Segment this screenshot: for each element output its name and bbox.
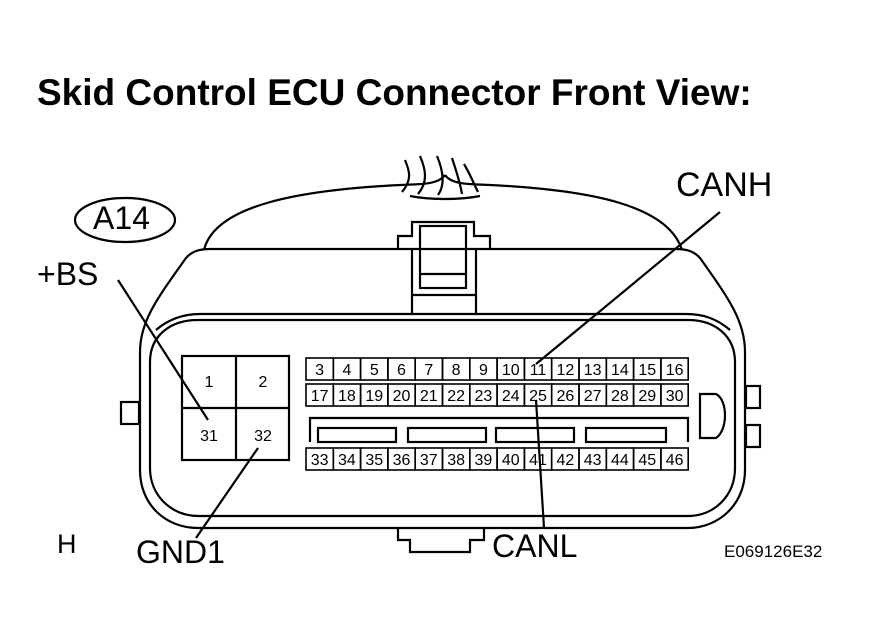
pin-number: 43 (584, 452, 602, 469)
wire-strand (450, 157, 464, 195)
harness-wire-left (202, 174, 446, 251)
power-pin-number: 1 (205, 374, 214, 391)
pin-number: 6 (397, 362, 406, 379)
page-title: Skid Control ECU Connector Front View: (37, 72, 752, 113)
pin-number: 11 (530, 362, 547, 379)
connector-id-label: A14 (93, 200, 150, 236)
figure-code: E069126E32 (724, 542, 823, 561)
harness-wire-right (444, 174, 684, 251)
label-canl: CANL (492, 528, 578, 564)
pin-number: 4 (342, 362, 351, 379)
wire-strand (409, 194, 481, 201)
pin-number: 19 (365, 388, 383, 405)
key-rail (308, 416, 690, 442)
key-rail-slot (406, 426, 488, 444)
pin-number: 15 (638, 362, 656, 379)
latch-slot (418, 224, 468, 290)
pin-number: 13 (584, 362, 602, 379)
pin-number: 29 (638, 388, 656, 405)
label-h: H (57, 529, 77, 559)
pin-number: 33 (311, 452, 329, 469)
pin-number: 7 (424, 362, 433, 379)
pin-number: 23 (475, 388, 493, 405)
pin-number: 5 (370, 362, 379, 379)
power-pin-number: 32 (254, 428, 272, 445)
pin-number: 44 (611, 452, 629, 469)
pin-cell (660, 447, 690, 471)
wire-strand (401, 159, 411, 193)
wire-strand (435, 155, 444, 196)
pin-number: 28 (611, 388, 629, 405)
pin-number: 12 (557, 362, 575, 379)
pin-number: 10 (502, 362, 520, 379)
key-notch (698, 392, 727, 440)
power-pin-number: 31 (200, 428, 218, 445)
pin-number: 37 (420, 452, 438, 469)
pin-number: 39 (475, 452, 493, 469)
pin-number: 17 (311, 388, 329, 405)
lock-latch (396, 220, 492, 250)
pin-number: 9 (479, 362, 488, 379)
pin-number: 18 (338, 388, 356, 405)
power-pin-number: 2 (259, 374, 268, 391)
pin-number: 21 (420, 388, 438, 405)
pin-number: 20 (393, 388, 411, 405)
pin-number: 34 (338, 452, 356, 469)
wire-strand (463, 163, 479, 193)
face-rim (155, 312, 731, 331)
pin-number: 38 (447, 452, 465, 469)
bottom-latch (396, 528, 486, 554)
pin-number: 25 (529, 388, 547, 405)
connector-housing (138, 247, 747, 530)
pin-number: 16 (666, 362, 684, 379)
pin-number: 30 (666, 388, 684, 405)
wire-strand (417, 155, 427, 195)
pin-number: 41 (529, 452, 547, 469)
pin-number: 27 (584, 388, 602, 405)
pin-number: 35 (365, 452, 383, 469)
side-tab-right (744, 423, 762, 449)
pin-number: 40 (502, 452, 520, 469)
pin-number: 22 (447, 388, 465, 405)
pin-cell (660, 383, 690, 407)
side-tab-right (744, 384, 762, 410)
pin-number: 36 (393, 452, 411, 469)
pin-number: 46 (666, 452, 684, 469)
pin-number: 24 (502, 388, 520, 405)
leader-gnd1 (195, 447, 259, 539)
pin-number: 3 (315, 362, 324, 379)
label-bs: +BS (37, 256, 99, 292)
side-tab-left (119, 400, 141, 426)
pin-number: 8 (452, 362, 461, 379)
label-canh: CANH (676, 166, 773, 204)
connector-id-ring (73, 196, 177, 244)
key-rail-slot (316, 426, 398, 444)
leader-canl (534, 399, 546, 529)
pin-number: 26 (557, 388, 575, 405)
key-rail-slot (584, 426, 668, 444)
pin-number: 45 (638, 452, 656, 469)
connector-face (148, 318, 737, 518)
pin-number: 14 (611, 362, 629, 379)
leader-canh (535, 211, 721, 365)
key-rail-slot (494, 426, 576, 444)
label-gnd1: GND1 (136, 534, 225, 570)
pin-cell (660, 357, 690, 381)
leader-bs (117, 279, 209, 421)
pin-number: 42 (557, 452, 575, 469)
